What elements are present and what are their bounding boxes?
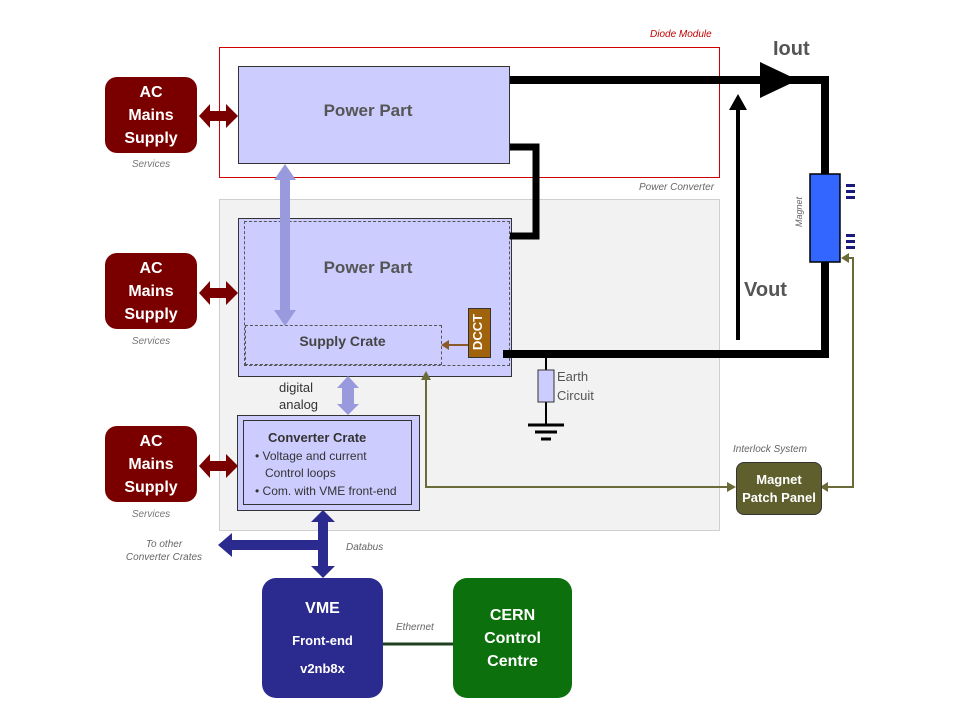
interlock-line-1 bbox=[425, 378, 728, 488]
ethernet-label: Ethernet bbox=[396, 622, 434, 633]
converter-crate-bullet-1: • Voltage and current bbox=[255, 449, 367, 463]
interlock-line-2 bbox=[826, 257, 854, 488]
ac-mains-supply-1: AC Mains Supply bbox=[105, 77, 197, 153]
databus-vertical bbox=[318, 522, 328, 566]
supply-crate-label: Supply Crate bbox=[299, 333, 386, 349]
ac-arrow-3 bbox=[199, 454, 238, 478]
power-converter-label: Power Converter bbox=[639, 182, 715, 193]
interlock-head-up bbox=[421, 371, 431, 380]
vout-arrowhead bbox=[729, 94, 747, 110]
interlock-head-left-1 bbox=[820, 482, 828, 492]
ac-arrow-2 bbox=[199, 281, 238, 305]
vme-subtitle: Front-end bbox=[292, 633, 353, 648]
dcct-sensor bbox=[468, 308, 491, 358]
iout-arrowhead bbox=[760, 62, 798, 98]
earth-resistor bbox=[537, 369, 555, 403]
interlock-head-right bbox=[727, 482, 736, 492]
databus-head-down bbox=[311, 566, 335, 578]
power-part-top-box bbox=[238, 66, 510, 164]
power-part-mid-label: Power Part bbox=[323, 258, 413, 277]
digital-analog-head-up bbox=[337, 376, 359, 388]
cern-control-centre: CERN Control Centre bbox=[453, 578, 572, 698]
converter-crate-inner bbox=[243, 420, 412, 505]
digital-analog-shaft bbox=[342, 386, 354, 406]
ac-mains-supply-2: AC Mains Supply bbox=[105, 253, 197, 329]
power-part-top-label: Power Part bbox=[323, 101, 413, 120]
converter-crate-title: Converter Crate bbox=[268, 430, 367, 445]
digital-analog-label: digital analog bbox=[279, 380, 319, 412]
digital-analog-head-down bbox=[337, 404, 359, 415]
databus-horizontal bbox=[232, 540, 318, 550]
databus-label: Databus bbox=[346, 542, 384, 553]
services-label-1: Services bbox=[131, 159, 171, 170]
diode-to-power-line bbox=[510, 143, 540, 240]
magnet-coil bbox=[809, 173, 841, 263]
databus-head-left bbox=[218, 533, 232, 557]
power-link-head-up bbox=[274, 164, 296, 180]
vout-label: Vout bbox=[744, 279, 787, 301]
services-label-2: Services bbox=[131, 336, 171, 347]
ac-arrow-1 bbox=[199, 104, 238, 128]
earth-circuit-label: Earth Circuit bbox=[557, 369, 594, 403]
power-part-mid-dashed bbox=[244, 221, 510, 366]
iout-line bbox=[503, 76, 829, 358]
vme-front-end bbox=[262, 578, 383, 698]
power-link-shaft bbox=[280, 180, 290, 310]
dcct-signal-head bbox=[441, 340, 449, 350]
interlock-head-left-2 bbox=[841, 253, 849, 263]
converter-crate-outer bbox=[237, 415, 420, 511]
ac-mains-supply-3: AC Mains Supply bbox=[105, 426, 197, 502]
databus-head-up bbox=[311, 510, 335, 522]
diode-module-label: Diode Module bbox=[650, 29, 712, 40]
converter-crate-bullet-3: • Com. with VME front-end bbox=[255, 484, 397, 498]
magnet-terminals bbox=[846, 184, 855, 249]
magnet-patch-panel: Magnet Patch Panel bbox=[736, 462, 822, 515]
magnet-label: Magnet bbox=[794, 196, 804, 228]
converter-crate-bullet-2: Control loops bbox=[255, 466, 336, 480]
power-link-head-down bbox=[274, 310, 296, 326]
iout-label: Iout bbox=[773, 38, 810, 60]
vme-host: v2nb8x bbox=[300, 661, 345, 676]
to-other-crates-label: To other Converter Crates bbox=[125, 539, 203, 563]
vme-title: VME bbox=[305, 600, 340, 617]
interlock-system-label: Interlock System bbox=[733, 444, 807, 455]
services-label-3: Services bbox=[131, 509, 171, 520]
